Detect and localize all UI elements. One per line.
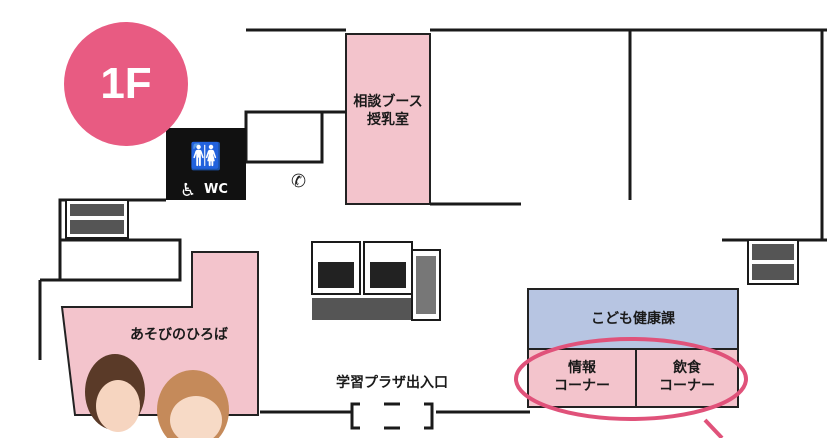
stairs-left [65,199,129,239]
room-food-corner[interactable] [635,348,739,408]
room-info-corner-label: 情報 コーナー [528,360,636,395]
wc-label: WC [204,182,228,197]
stairs-right [747,239,799,285]
people-photo [85,354,229,438]
info-line1: 情報 [568,360,596,376]
consult-line1: 相談ブース [353,94,423,110]
room-info-corner[interactable] [527,348,637,408]
room-consult-label: 相談ブース 授乳室 [346,94,430,129]
highlight-ellipse [514,337,748,421]
wc-block[interactable] [166,128,246,200]
wc-icon: 🚻 [190,141,222,172]
food-line2: コーナー [659,377,715,394]
highlight-pointer [703,418,724,438]
phone-icon: ✆ [291,171,306,192]
room-food-corner-label: 飲食 コーナー [636,360,738,395]
consult-line2: 授乳室 [367,111,409,128]
room-child-health-label: こども健康課 [591,311,675,327]
entrance-label: 学習プラザ出入口 [336,375,448,391]
elevators[interactable] [311,241,441,321]
wheelchair-icon: ♿ [180,180,196,201]
food-line1: 飲食 [673,360,701,376]
walls [38,28,827,414]
entrance-marker[interactable] [350,402,434,430]
room-playroom-label: あそびのひろば [130,327,228,343]
info-line2: コーナー [554,377,610,394]
room-consult[interactable] [345,33,431,205]
floor-badge: 1F [64,22,188,146]
